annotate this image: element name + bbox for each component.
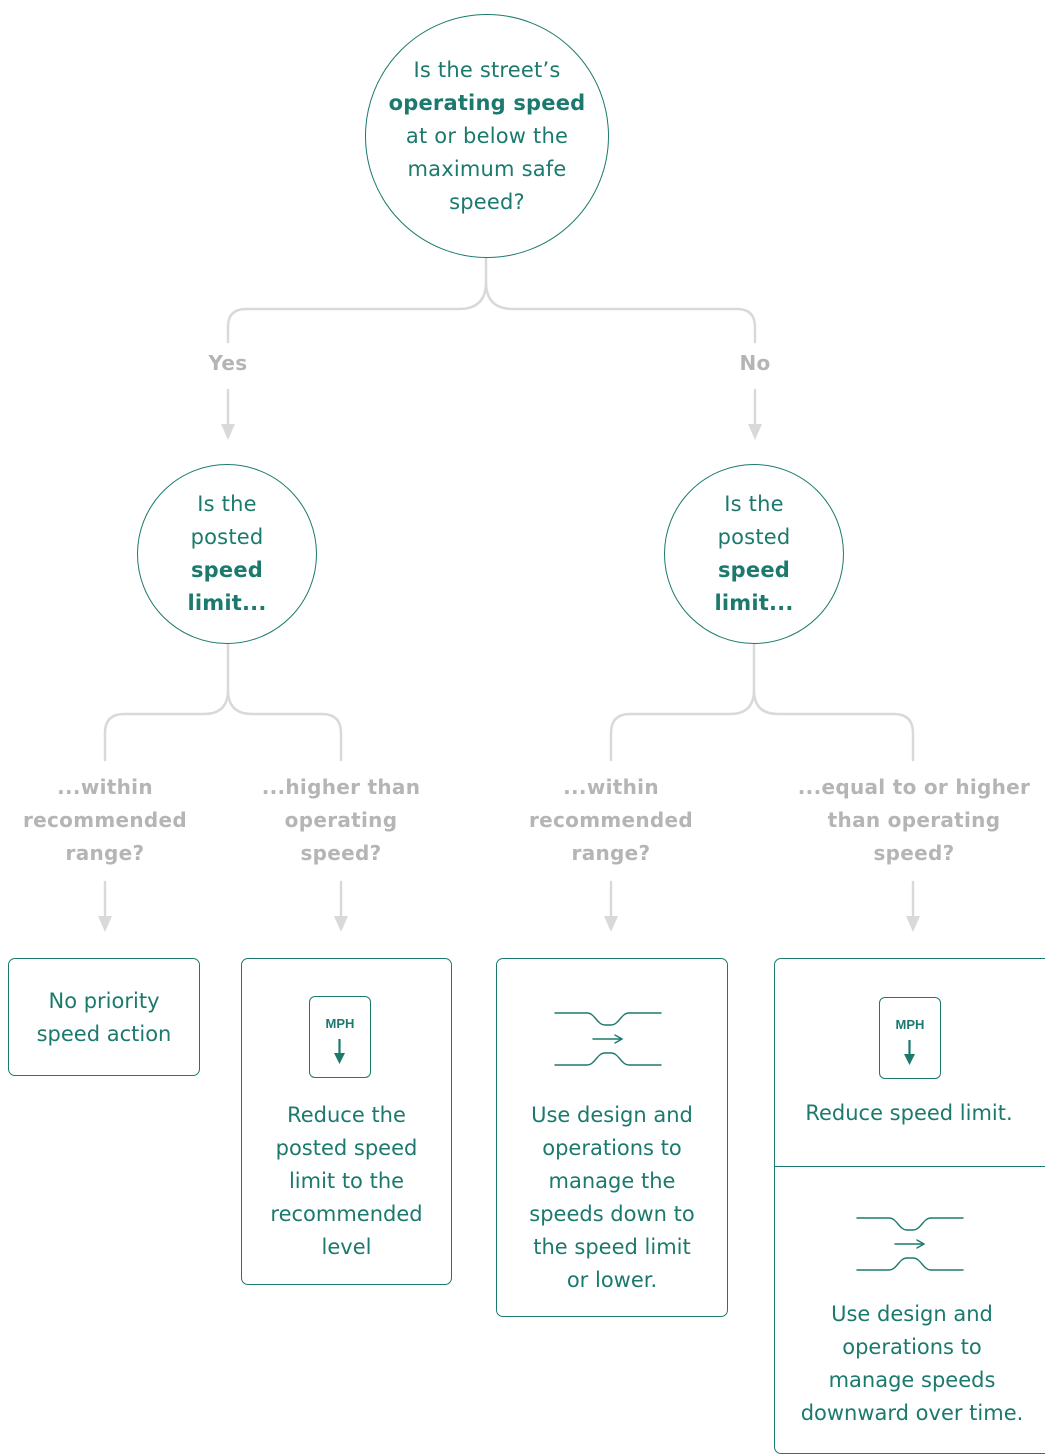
c1-arrowhead — [98, 916, 112, 932]
condition-c1-line-2: recommended — [22, 808, 187, 832]
root-question-line-5: speed? — [449, 189, 525, 214]
outcome-o3-line-3: manage the — [548, 1169, 676, 1193]
outcome-reduce-limit-and-manage-speeds: MPH Reduce speed limit. Use design and o… — [774, 958, 1045, 1454]
condition-c4-line-2: than operating — [827, 808, 1001, 832]
condition-within-range-left: ...within recommended range? — [5, 771, 205, 870]
outcome-o4a-line-1: Reduce speed limit. — [805, 1101, 1013, 1125]
outcome-design-operations-manage-speeds: Use design and operations to manage the … — [496, 958, 728, 1317]
road-narrowing-arrow-icon — [554, 1012, 662, 1066]
left-question-line-3: speed — [190, 558, 264, 582]
speed-limit-sign-down-arrow-icon: MPH — [879, 997, 941, 1079]
root-stem-right — [484, 280, 757, 344]
arrow-down-icon — [904, 1040, 915, 1065]
mph-sign-label: MPH — [325, 1016, 355, 1031]
outcome-o3-line-6: or lower. — [566, 1268, 658, 1292]
mph-sign-label-2: MPH — [895, 1017, 925, 1032]
right-question-line-4: limit... — [714, 591, 794, 615]
outcome-o1-line-2: speed action — [36, 1022, 172, 1046]
outcome-o3-line-4: speeds down to — [529, 1202, 695, 1226]
condition-c3-line-1: ...within — [563, 775, 659, 799]
root-question-line-2: operating speed — [388, 90, 586, 115]
condition-c2-line-2: operating — [284, 808, 398, 832]
root-stem — [226, 256, 488, 344]
root-question-node: Is the street’s operating speed at or be… — [365, 14, 609, 258]
branch-label-no: No — [705, 347, 805, 380]
root-question-line-4: maximum safe — [407, 156, 567, 181]
yes-arrowhead — [221, 424, 235, 440]
left-question-line-4: limit... — [187, 591, 267, 615]
outcome-o2-line-1: Reduce the — [287, 1103, 406, 1127]
condition-c1-line-1: ...within — [57, 775, 153, 799]
road-narrowing-arrow-icon — [856, 1217, 964, 1271]
outcome-o4b-line-2: operations to — [842, 1335, 982, 1359]
outcome-no-priority-action: No priority speed action — [8, 958, 200, 1076]
right-question-line-2: posted — [717, 525, 791, 549]
condition-c1-line-3: range? — [65, 841, 145, 865]
outcome-o3-line-2: operations to — [542, 1136, 682, 1160]
branch-label-yes-text: Yes — [208, 351, 248, 375]
outcome-o3-line-1: Use design and — [531, 1103, 693, 1127]
condition-within-range-right: ...within recommended range? — [511, 771, 711, 870]
left-question-line-2: posted — [190, 525, 264, 549]
root-question-line-1: Is the street’s — [413, 57, 561, 82]
right-split-right — [752, 688, 915, 762]
condition-equal-or-higher: ...equal to or higher than operating spe… — [788, 771, 1040, 870]
c2-arrowhead — [334, 916, 348, 932]
outcome-o4b-line-1: Use design and — [831, 1302, 993, 1326]
root-question-line-3: at or below the — [405, 123, 569, 148]
speed-limit-sign-down-arrow-icon: MPH — [309, 996, 371, 1078]
outcome-divider — [775, 1166, 1045, 1167]
branch-label-no-text: No — [739, 351, 771, 375]
outcome-reduce-posted-speed-limit: MPH Reduce the posted speed limit to the… — [241, 958, 452, 1285]
outcome-o2-line-3: limit to the — [288, 1169, 405, 1193]
right-split — [609, 642, 756, 762]
c4-arrowhead — [906, 916, 920, 932]
outcome-o2-line-5: level — [321, 1235, 372, 1259]
condition-c3-line-2: recommended — [528, 808, 693, 832]
right-question-node: Is the posted speed limit... — [664, 464, 844, 644]
condition-c3-line-3: range? — [571, 841, 651, 865]
outcome-o2-line-4: recommended — [270, 1202, 423, 1226]
outcome-o1-line-1: No priority — [48, 989, 160, 1013]
condition-c4-line-1: ...equal to or higher — [797, 775, 1031, 799]
right-question-line-1: Is the — [724, 492, 784, 516]
left-split — [103, 642, 230, 762]
condition-c2-line-1: ...higher than — [261, 775, 421, 799]
left-split-right — [226, 688, 343, 762]
condition-c4-line-3: speed? — [873, 841, 955, 865]
outcome-o4b-line-3: manage speeds — [828, 1368, 996, 1392]
branch-label-yes: Yes — [178, 347, 278, 380]
outcome-o4b-line-4: downward over time. — [800, 1401, 1024, 1425]
arrow-down-icon — [334, 1039, 345, 1064]
left-question-node: Is the posted speed limit... — [137, 464, 317, 644]
no-arrowhead — [748, 424, 762, 440]
c3-arrowhead — [604, 916, 618, 932]
left-question-line-1: Is the — [197, 492, 257, 516]
right-question-line-3: speed — [717, 558, 791, 582]
condition-c2-line-3: speed? — [300, 841, 382, 865]
condition-higher-than-operating: ...higher than operating speed? — [236, 771, 446, 870]
outcome-o2-line-2: posted speed — [275, 1136, 418, 1160]
outcome-o3-line-5: the speed limit — [533, 1235, 691, 1259]
